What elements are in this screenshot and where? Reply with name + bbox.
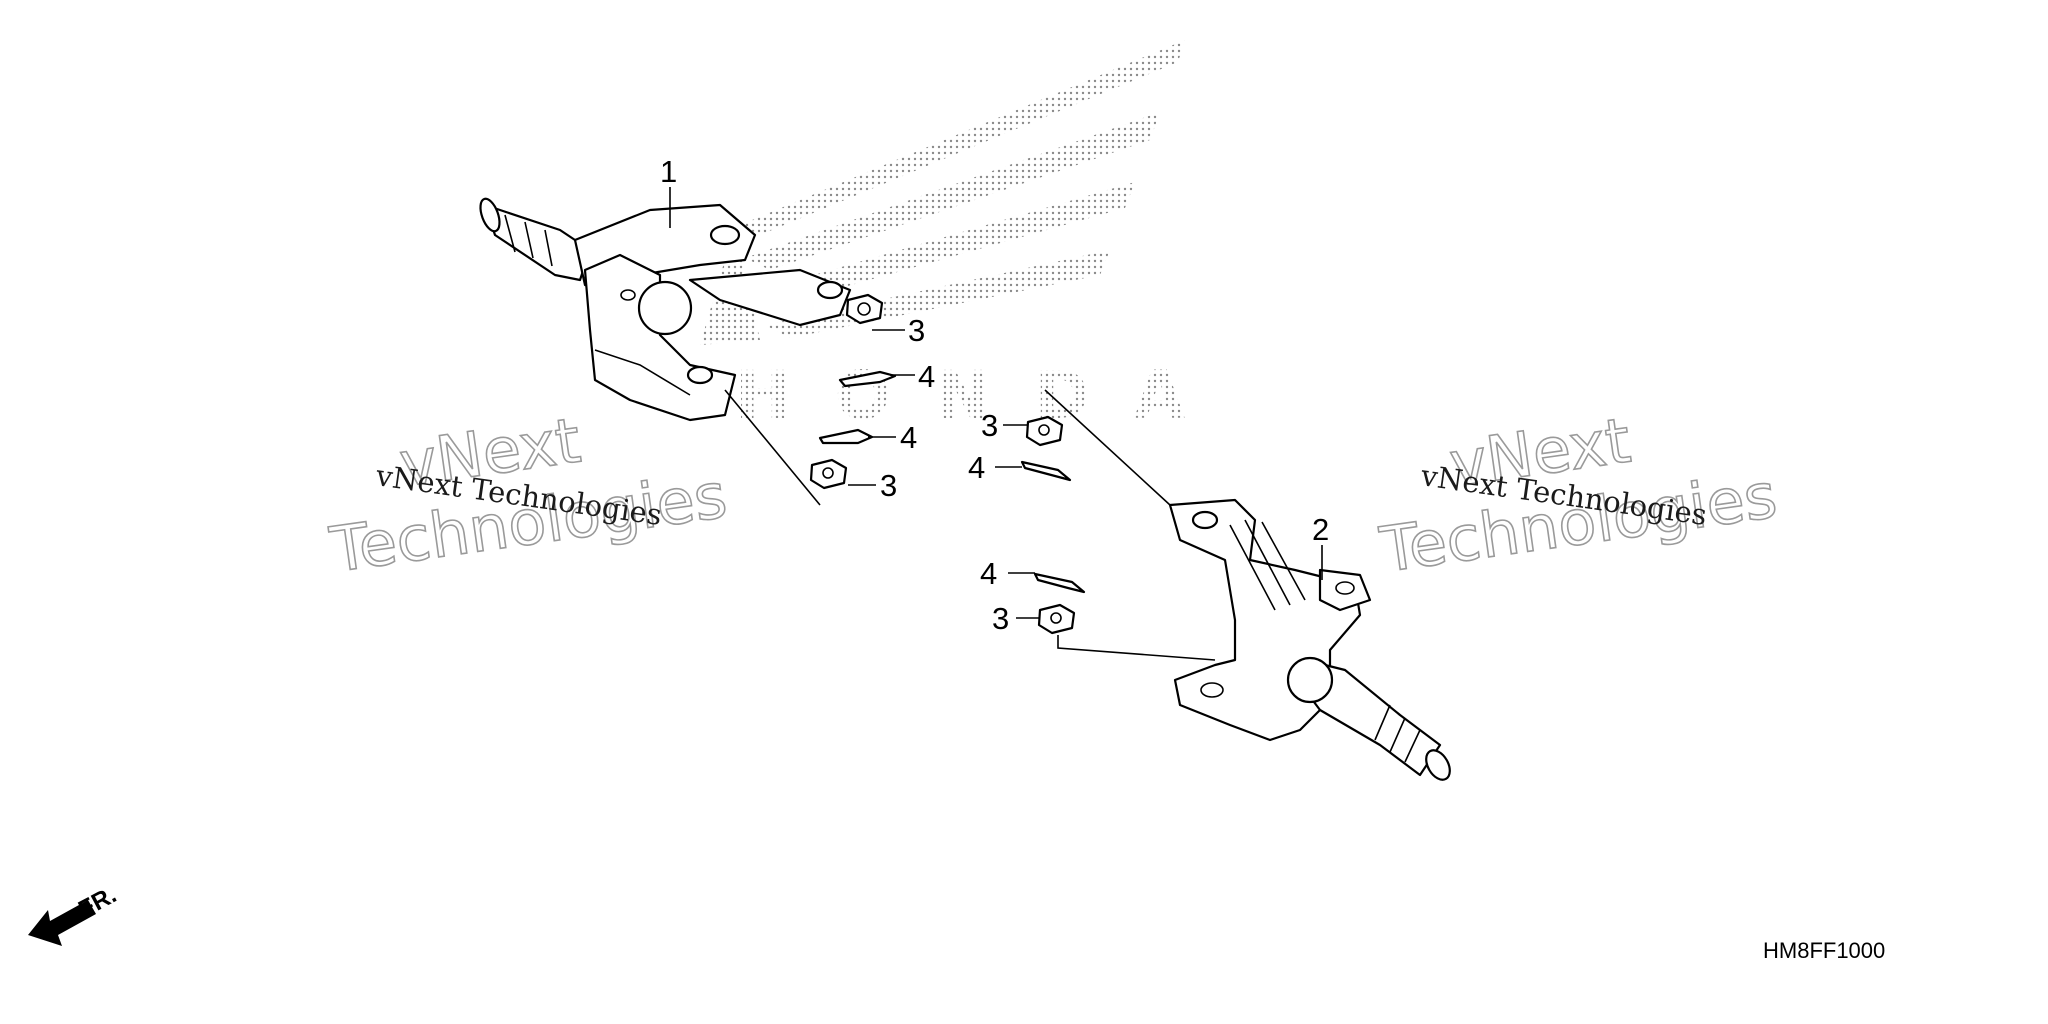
svg-text:3: 3 [992,601,1009,636]
callout-4-pin-4: 4 [980,556,1035,591]
svg-text:2: 2 [1312,512,1329,547]
svg-text:3: 3 [908,313,925,348]
castle-nut-1[interactable] [845,293,884,325]
callout-2: 2 [1312,512,1329,580]
front-direction-indicator: FR. [28,881,121,946]
svg-text:1: 1 [660,154,677,189]
svg-text:3: 3 [981,408,998,443]
svg-text:4: 4 [980,556,997,591]
castle-nut-4[interactable] [1037,603,1076,635]
callout-3-nut-4: 3 [992,601,1040,636]
callout-3-nut-1: 3 [872,313,925,348]
diagram-code: HM8FF1000 [1763,938,1885,963]
svg-text:4: 4 [968,450,985,485]
cotter-pin-4[interactable] [1033,572,1086,594]
steering-knuckle-right[interactable] [1168,498,1455,784]
steering-knuckle-left[interactable] [477,196,852,422]
cotter-pin-2[interactable] [818,428,874,445]
svg-text:4: 4 [900,420,917,455]
callout-4-pin-3: 4 [968,450,1022,485]
callout-3-nut-3: 3 [981,408,1028,443]
cotter-pin-3[interactable] [1020,460,1072,482]
castle-nut-3[interactable] [1025,415,1064,447]
callout-4-pin-2: 4 [868,420,917,455]
honda-wordmark: HONDA [735,357,1185,434]
leader-left-assembly [724,389,821,506]
callout-4-pin-1: 4 [890,359,935,394]
svg-text:3: 3 [880,468,897,503]
leader-lower-nut [1057,635,1216,661]
cotter-pin-1[interactable] [838,370,897,388]
honda-wing-logo [700,40,1185,345]
callout-1: 1 [660,154,677,228]
leader-right-assembly [1044,389,1171,506]
svg-text:HONDA: HONDA [735,357,1185,434]
castle-nut-2[interactable] [809,458,848,490]
callout-3-nut-2: 3 [848,468,897,503]
svg-text:4: 4 [918,359,935,394]
